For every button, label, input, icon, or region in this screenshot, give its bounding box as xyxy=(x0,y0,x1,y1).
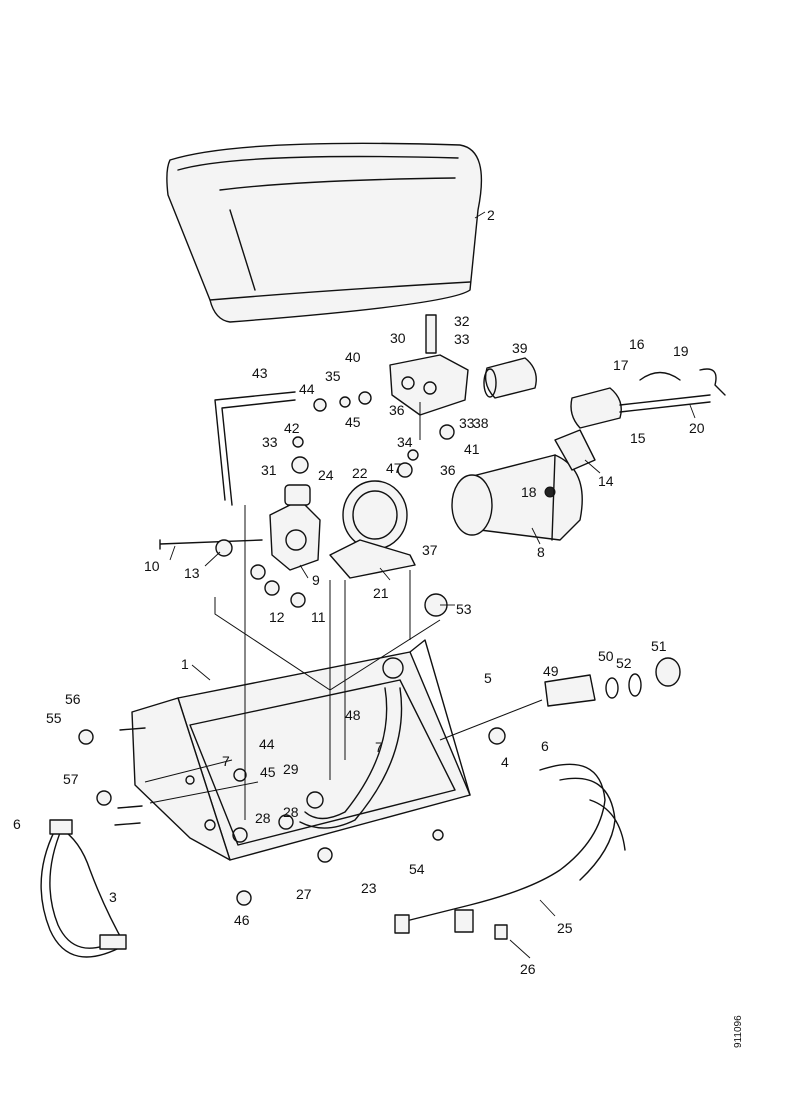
callout-label: 33 xyxy=(262,434,278,450)
callout-label: 32 xyxy=(454,313,470,329)
callout-label: 49 xyxy=(543,663,559,679)
callout-label: 53 xyxy=(456,601,472,617)
callout-label: 29 xyxy=(283,761,299,777)
callout-label: 48 xyxy=(345,707,361,723)
callout-label: 5 xyxy=(484,670,492,686)
callout-label: 51 xyxy=(651,638,667,654)
callout-label: 16 xyxy=(629,336,645,352)
callout-label: 23 xyxy=(361,880,377,896)
callout-label: 22 xyxy=(352,465,368,481)
callout-label: 7 xyxy=(375,739,383,755)
callout-label: 12 xyxy=(269,609,285,625)
callout-label: 47 xyxy=(386,460,402,476)
callout-label: 21 xyxy=(373,585,389,601)
callout-label: 27 xyxy=(296,886,312,902)
assembly-guide-lines xyxy=(144,402,543,820)
callout-label: 18 xyxy=(521,484,537,500)
callout-label: 6 xyxy=(541,738,549,754)
callout-label: 55 xyxy=(46,710,62,726)
callout-label: 34 xyxy=(397,434,413,450)
callout-label: 40 xyxy=(345,349,361,365)
callout-label: 19 xyxy=(673,343,689,359)
callout-label: 25 xyxy=(557,920,573,936)
callout-label: 26 xyxy=(520,961,536,977)
callout-label: 9 xyxy=(312,572,320,588)
callout-label: 8 xyxy=(537,544,545,560)
callout-label: 2 xyxy=(487,207,495,223)
callout-label: 41 xyxy=(464,441,480,457)
hardware-small-parts xyxy=(78,391,506,906)
callout-label: 30 xyxy=(390,330,406,346)
callout-label: 3 xyxy=(109,889,117,905)
callout-label: 54 xyxy=(409,861,425,877)
callout-label: 33 xyxy=(454,331,470,347)
callout-label: 24 xyxy=(318,467,334,483)
callout-label: 50 xyxy=(598,648,614,664)
callout-label: 36 xyxy=(389,402,405,418)
callout-label: 6 xyxy=(13,816,21,832)
callout-label: 38 xyxy=(473,415,489,431)
callout-label: 52 xyxy=(616,655,632,671)
callout-label: 57 xyxy=(63,771,79,787)
callout-label: 44 xyxy=(299,381,315,397)
figure-code: 911096 xyxy=(733,1015,744,1048)
callout-label: 7 xyxy=(222,753,230,769)
callout-label: 31 xyxy=(261,462,277,478)
sensor-unit xyxy=(570,368,726,429)
motor xyxy=(451,454,583,541)
cable-loop xyxy=(40,819,127,958)
callout-label: 20 xyxy=(689,420,705,436)
pump xyxy=(269,484,321,571)
bracket-ring xyxy=(329,480,416,579)
base-tray xyxy=(131,639,471,861)
callout-labels: 1 2 3 4 5 6 6 7 7 8 9 10 11 12 13 14 15 … xyxy=(13,207,705,977)
callout-label: 37 xyxy=(422,542,438,558)
callout-label: 28 xyxy=(283,804,299,820)
callout-label: 28 xyxy=(255,810,271,826)
callout-label: 45 xyxy=(260,764,276,780)
callout-label: 14 xyxy=(598,473,614,489)
callout-label: 13 xyxy=(184,565,200,581)
cover-housing xyxy=(166,142,483,323)
callout-label: 17 xyxy=(613,357,629,373)
callout-label: 56 xyxy=(65,691,81,707)
callout-label: 10 xyxy=(144,558,160,574)
shaft-assembly xyxy=(544,657,681,707)
callout-label: 42 xyxy=(284,420,300,436)
callout-label: 39 xyxy=(512,340,528,356)
callout-label: 44 xyxy=(259,736,275,752)
callout-label: 11 xyxy=(311,609,326,625)
callout-label: 35 xyxy=(325,368,341,384)
callout-label: 45 xyxy=(345,414,361,430)
leader-lines xyxy=(169,211,696,959)
callout-label: 36 xyxy=(440,462,456,478)
callout-label: 43 xyxy=(252,365,268,381)
l-bracket xyxy=(214,391,296,506)
callout-label: 4 xyxy=(501,754,509,770)
callout-label: 46 xyxy=(234,912,250,928)
wiring-harness xyxy=(394,763,626,940)
long-bolt xyxy=(159,539,263,550)
callout-label: 1 xyxy=(181,656,189,672)
callout-label: 15 xyxy=(630,430,646,446)
callout-label: 33 xyxy=(459,415,475,431)
valve-block xyxy=(389,314,469,416)
solenoid xyxy=(483,357,537,399)
